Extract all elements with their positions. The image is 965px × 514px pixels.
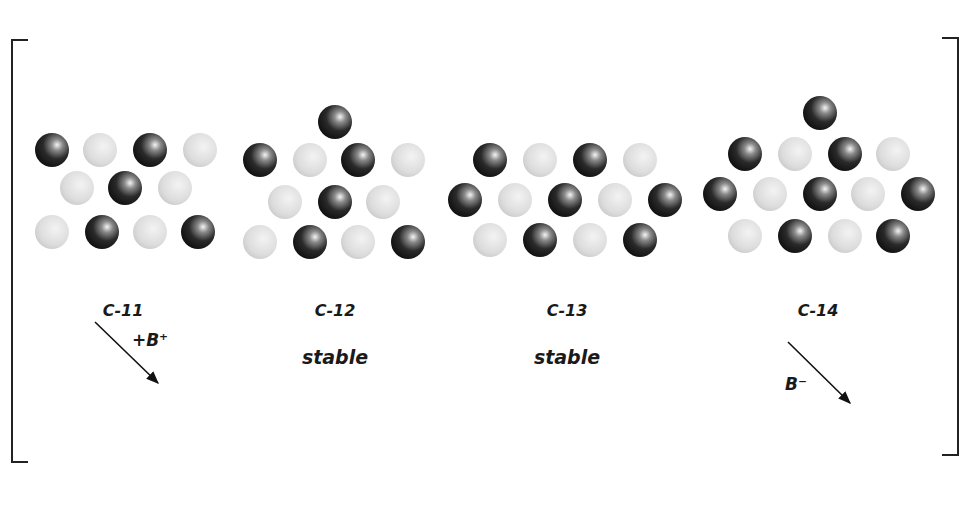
proton-ball [703,177,737,211]
neutron-ball [341,225,375,259]
neutron-ball [498,183,532,217]
proton-ball [828,137,862,171]
stability-label: stable [302,346,368,368]
proton-ball [803,177,837,211]
proton-ball [391,225,425,259]
proton-ball [623,223,657,257]
neutron-ball [728,219,762,253]
neutron-ball [523,143,557,177]
proton-ball [803,96,837,130]
proton-ball [108,171,142,205]
decay-label: B⁻ [785,374,807,394]
proton-ball [573,143,607,177]
neutron-ball [391,143,425,177]
proton-ball [243,143,277,177]
neutron-ball [753,177,787,211]
proton-ball [85,215,119,249]
neutron-ball [598,183,632,217]
stability-label: stable [534,346,600,368]
proton-ball [473,143,507,177]
decay-label: +B⁺ [132,330,168,350]
neutron-ball [473,223,507,257]
proton-ball [901,177,935,211]
neutron-ball [35,215,69,249]
proton-ball [293,225,327,259]
isotope-label: C-12 [315,301,356,320]
neutron-ball [828,219,862,253]
left-bracket [12,40,28,462]
right-bracket [942,38,958,455]
neutron-ball [60,171,94,205]
proton-ball [318,185,352,219]
proton-ball [876,219,910,253]
proton-ball [448,183,482,217]
neutron-ball [778,137,812,171]
neutron-ball [183,133,217,167]
neutron-ball [366,185,400,219]
neutron-ball [133,215,167,249]
proton-ball [181,215,215,249]
proton-ball [133,133,167,167]
neutron-ball [293,143,327,177]
isotope-label: C-11 [103,301,144,320]
proton-ball [35,133,69,167]
neutron-ball [573,223,607,257]
neutron-ball [623,143,657,177]
neutron-ball [268,185,302,219]
proton-ball [778,219,812,253]
neutron-ball [851,177,885,211]
proton-ball [318,105,352,139]
neutron-ball [243,225,277,259]
neutron-ball [83,133,117,167]
proton-ball [648,183,682,217]
proton-ball [728,137,762,171]
neutron-ball [158,171,192,205]
proton-ball [523,223,557,257]
neutron-ball [876,137,910,171]
proton-ball [341,143,375,177]
isotope-label: C-13 [547,301,588,320]
isotope-label: C-14 [798,301,839,320]
proton-ball [548,183,582,217]
